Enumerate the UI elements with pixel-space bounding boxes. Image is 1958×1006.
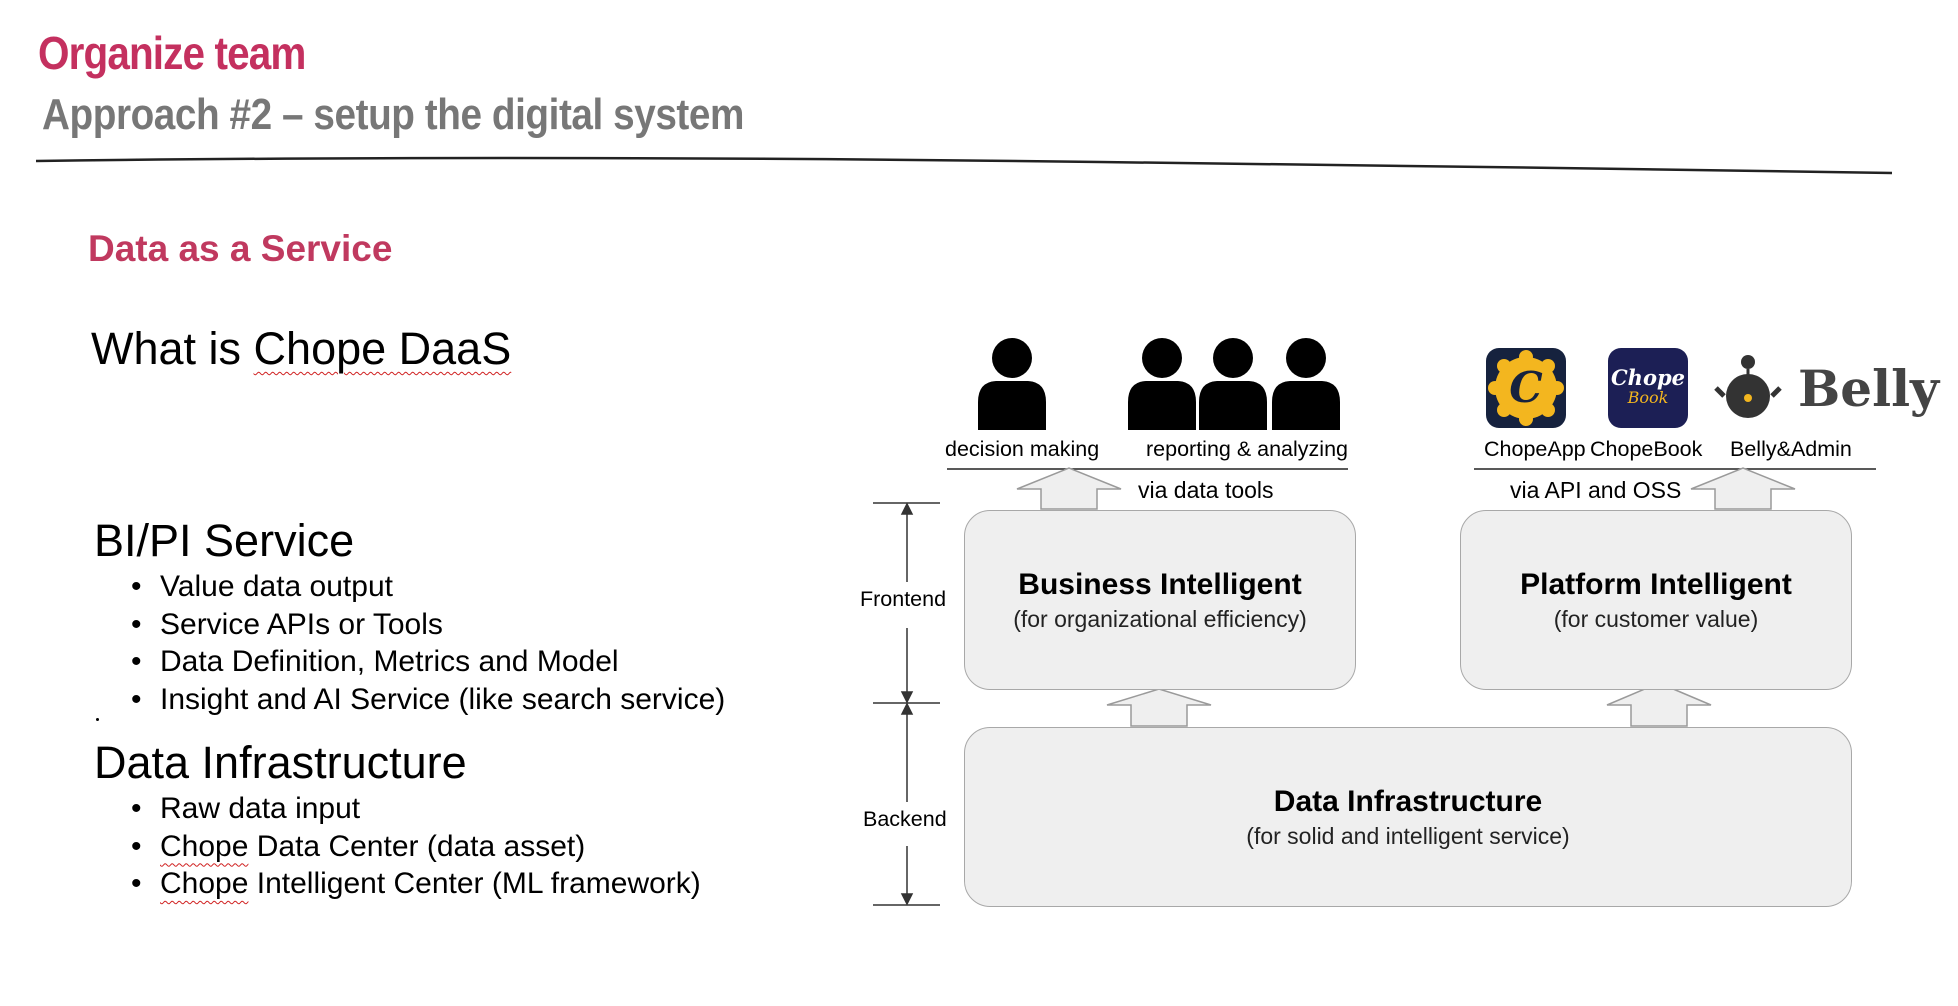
backend-label: Backend [863, 807, 947, 831]
via-api-label: via API and OSS [1510, 477, 1682, 503]
group-people-icon [1128, 338, 1340, 430]
list-item-text: Data Center (data asset) [248, 829, 586, 863]
list-item: Value data output [131, 568, 725, 606]
frontend-label: Frontend [860, 587, 947, 611]
data-infra-heading: Data Infrastructure [94, 737, 467, 788]
question-heading: What is Chope DaaS [91, 323, 511, 375]
belly-logo-text: Belly [1798, 359, 1940, 418]
box-subtitle: (for organizational efficiency) [1013, 605, 1307, 632]
chopebook-logo-subtext: Book [1627, 388, 1669, 407]
list-item: Data Definition, Metrics and Model [131, 643, 725, 681]
consumer-label: ChopeApp [1484, 437, 1586, 461]
layer-bracket [873, 502, 940, 906]
platform-intelligent-box: Platform Intelligent (for customer value… [1460, 510, 1852, 690]
list-item-text: Intelligent Center (ML framework) [248, 867, 701, 900]
list-item: Raw data input [131, 790, 701, 828]
up-arrow-icon [1016, 467, 1796, 727]
section-title: Data as a Service [88, 228, 393, 269]
via-data-tools-label: via data tools [1138, 477, 1274, 503]
consumer-label: Belly&Admin [1730, 437, 1852, 461]
chopebook-logo-text: Chope [1610, 365, 1686, 390]
question-prefix: What is [91, 323, 254, 374]
page-title: Organize team [38, 27, 306, 79]
svg-text:C: C [1509, 363, 1543, 412]
list-item: Chope Intelligent Center (ML framework) [131, 865, 701, 903]
list-item: Chope Data Center (data asset) [131, 828, 701, 866]
stray-dot [96, 718, 99, 721]
box-title: Platform Intelligent [1520, 567, 1792, 601]
header-divider [35, 156, 1893, 175]
box-title: Business Intelligent [1018, 567, 1302, 601]
data-infra-list: Raw data input Chope Data Center (data a… [131, 790, 701, 903]
brand-word: Chope [160, 867, 249, 900]
chopeapp-logo-icon: C [1486, 348, 1566, 428]
consumer-label: decision making [945, 437, 1100, 461]
question-term: Chope DaaS [253, 323, 512, 374]
brand-word: Chope [160, 829, 249, 863]
bi-service-list: Value data output Service APIs or Tools … [131, 568, 725, 718]
list-item: Service APIs or Tools [131, 606, 725, 644]
business-intelligent-box: Business Intelligent (for organizational… [964, 510, 1356, 690]
list-item: Insight and AI Service (like search serv… [131, 681, 725, 719]
consumer-label: reporting & analyzing [1146, 437, 1348, 461]
data-infrastructure-box: Data Infrastructure (for solid and intel… [964, 727, 1852, 907]
consumer-label: ChopeBook [1590, 437, 1703, 461]
box-title: Data Infrastructure [1273, 784, 1543, 818]
page-subtitle: Approach #2 – setup the digital system [42, 90, 744, 139]
box-subtitle: (for solid and intelligent service) [1246, 822, 1570, 849]
bi-service-heading: BI/PI Service [94, 515, 355, 566]
box-subtitle: (for customer value) [1553, 605, 1759, 632]
person-icon [978, 338, 1046, 430]
belly-mascot-icon [1714, 355, 1782, 418]
chopebook-logo-icon: Chope Book [1608, 348, 1688, 428]
